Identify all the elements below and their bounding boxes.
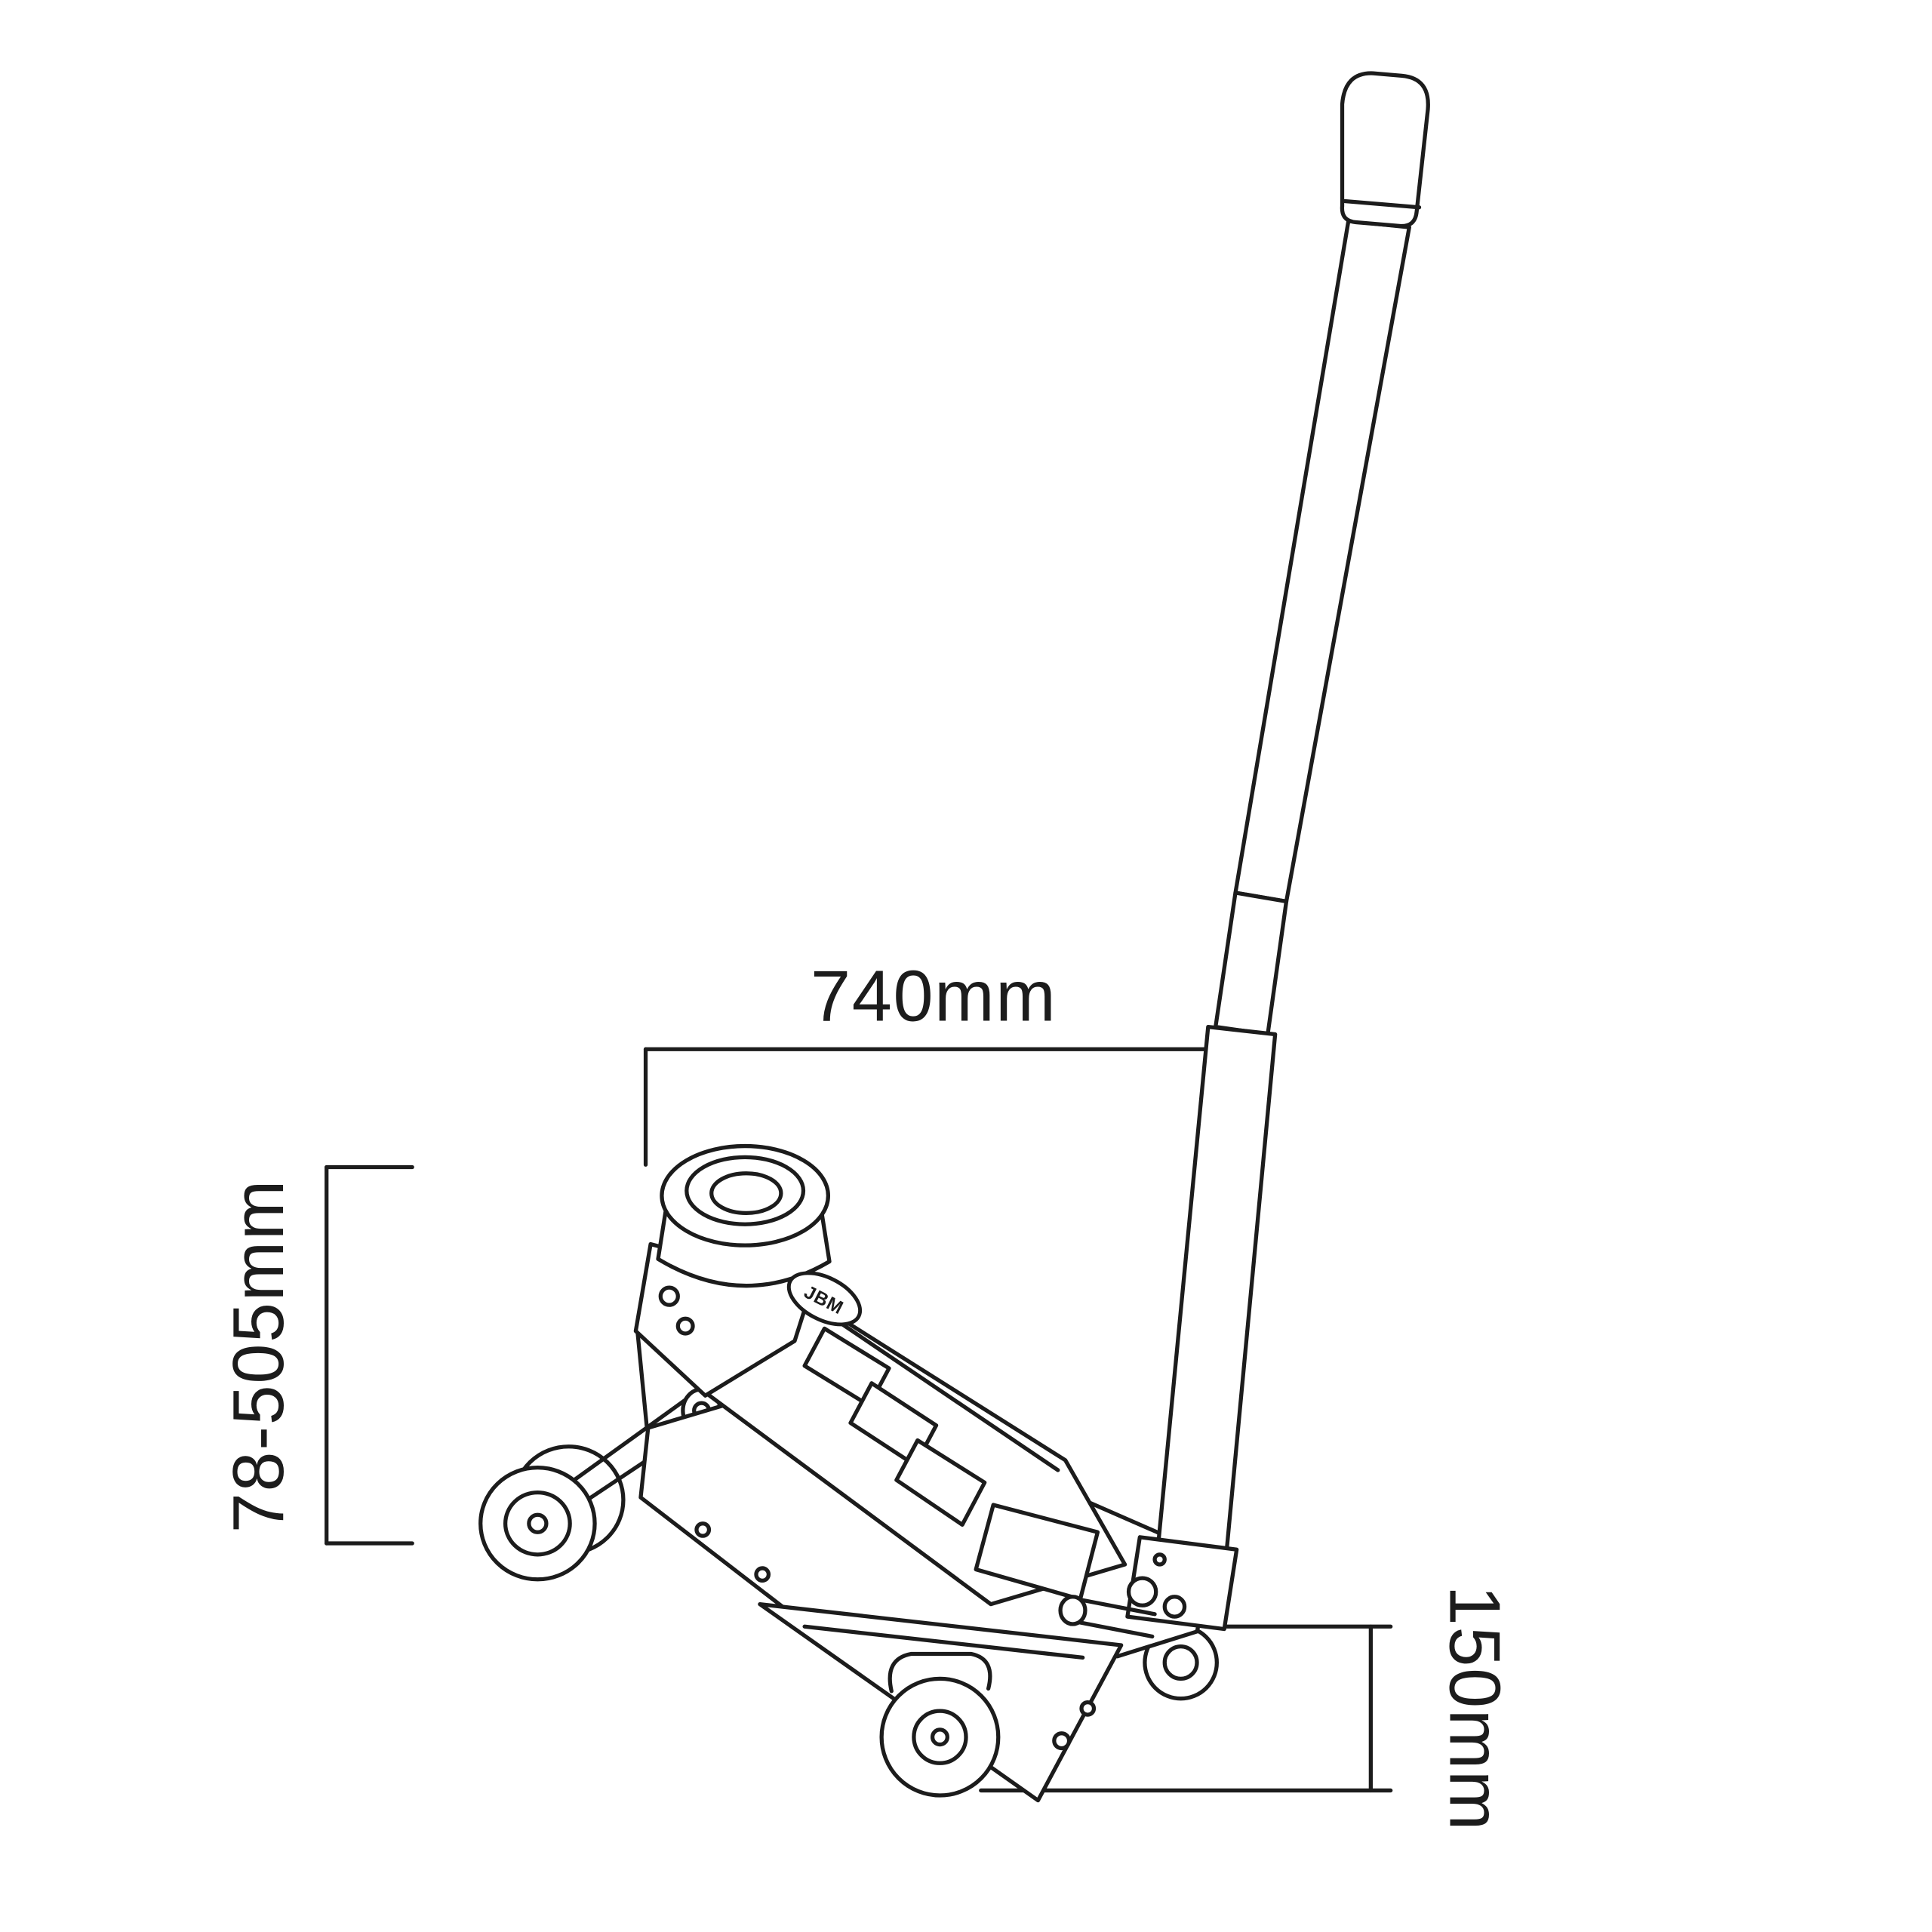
pivot-bolt <box>1126 1576 1158 1607</box>
bracket-bolt <box>658 1285 680 1307</box>
chassis-bolt <box>694 1521 712 1538</box>
arm-window <box>894 1438 987 1527</box>
dimension-height-range <box>325 1164 414 1546</box>
handle-socket <box>1058 1535 1239 1639</box>
plate-bolt <box>1079 1700 1097 1717</box>
front-wheel <box>478 1466 597 1582</box>
dimension-width-label: 740mm <box>811 956 1057 1036</box>
plate-bolt <box>1052 1731 1072 1751</box>
jack-saddle <box>656 1143 832 1288</box>
swivel-caster <box>879 1651 1001 1798</box>
handle-grip <box>1340 71 1430 229</box>
dimension-min-height <box>979 1624 1393 1793</box>
lift-arm <box>700 1284 1128 1607</box>
handle-tube-sleeve <box>1156 1024 1278 1552</box>
pivot-bolt <box>1162 1595 1187 1619</box>
rear-caster-far <box>1143 1624 1219 1701</box>
linkage-pin <box>1058 1595 1088 1626</box>
bracket-bolt <box>675 1316 695 1336</box>
dimension-min-height-label: 150mm <box>1435 1586 1515 1832</box>
jack-drawing <box>478 71 1430 1803</box>
jack-handle <box>1156 71 1430 1552</box>
socket-bolt <box>1152 1552 1167 1567</box>
chassis-bolt <box>754 1566 771 1583</box>
handle-tube-upper <box>1233 219 1411 904</box>
dimension-height-range-label: 78-505mm <box>219 1179 299 1533</box>
handle-tube-mid <box>1214 891 1289 1037</box>
jbm-logo: JBM <box>786 1271 863 1327</box>
